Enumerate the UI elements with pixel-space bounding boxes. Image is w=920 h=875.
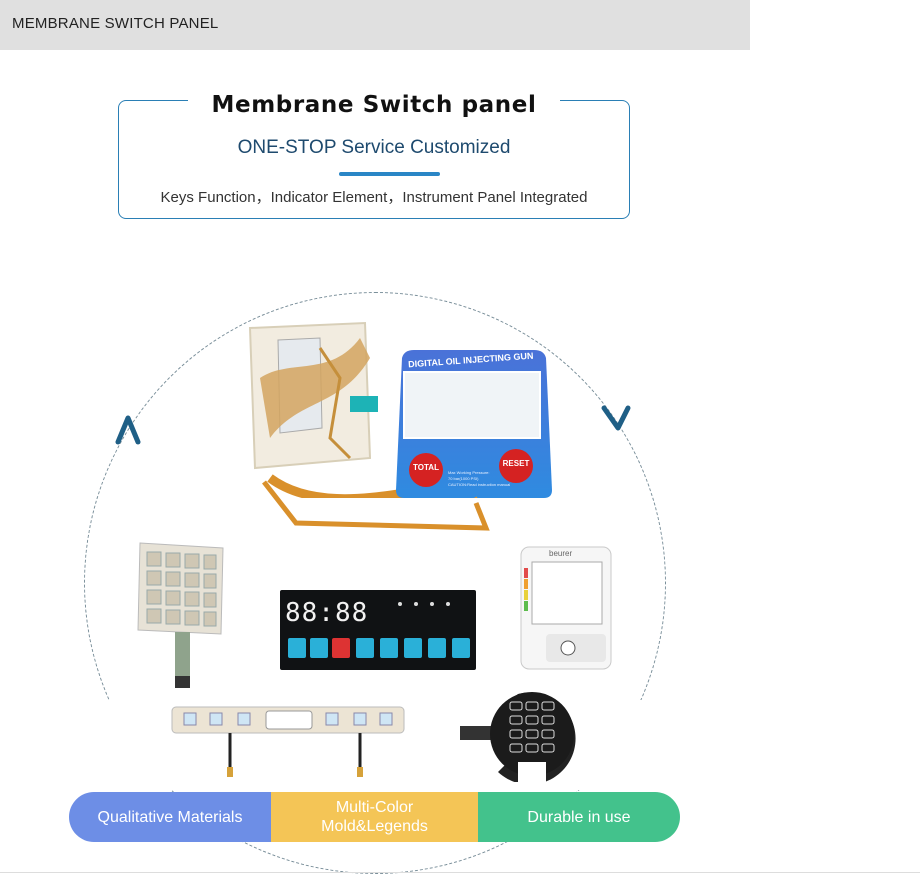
header-bar: MEMBRANE SWITCH PANEL: [0, 0, 750, 50]
feature-multi-color-mold-legends: Multi-Color Mold&Legends: [271, 792, 478, 842]
led-digital-panel-image: [280, 590, 476, 670]
banner-description: Keys Function，Indicator Element，Instrume…: [160, 189, 588, 206]
total-button: TOTAL: [413, 463, 439, 472]
feature-qualitative-materials: Qualitative Materials: [69, 792, 271, 842]
arrow-up-right-icon: [112, 412, 144, 454]
reset-button: RESET: [502, 459, 530, 468]
ribbon-keypad-image: [137, 542, 224, 688]
feature-durable-in-use: Durable in use: [478, 792, 680, 842]
header-title: MEMBRANE SWITCH PANEL: [12, 15, 219, 32]
flex-cable-image: [262, 480, 490, 531]
feature-pills: Qualitative Materials Multi-Color Mold&L…: [69, 792, 680, 842]
oil-gun-info: Max Working Pressure: 70 bar(1000 PSI) C…: [448, 470, 511, 487]
banner-underline: [339, 172, 440, 176]
banner-subtitle: ONE-STOP Service Customized: [237, 137, 511, 158]
oil-gun-panel-image: [396, 350, 552, 498]
bottom-divider: [0, 872, 920, 873]
indicator-strip-image: [171, 706, 405, 777]
dashed-circle: [84, 292, 666, 874]
beurer-brand: beurer: [549, 549, 573, 558]
beurer-device-image: [520, 546, 612, 670]
arrow-down-right-icon: [600, 402, 632, 444]
led-digits: 88:88: [285, 598, 369, 628]
flex-circuit-membrane-image: [248, 321, 406, 498]
banner-title: Membrane Switch panel: [188, 90, 560, 120]
round-keypad-image: [460, 692, 576, 782]
